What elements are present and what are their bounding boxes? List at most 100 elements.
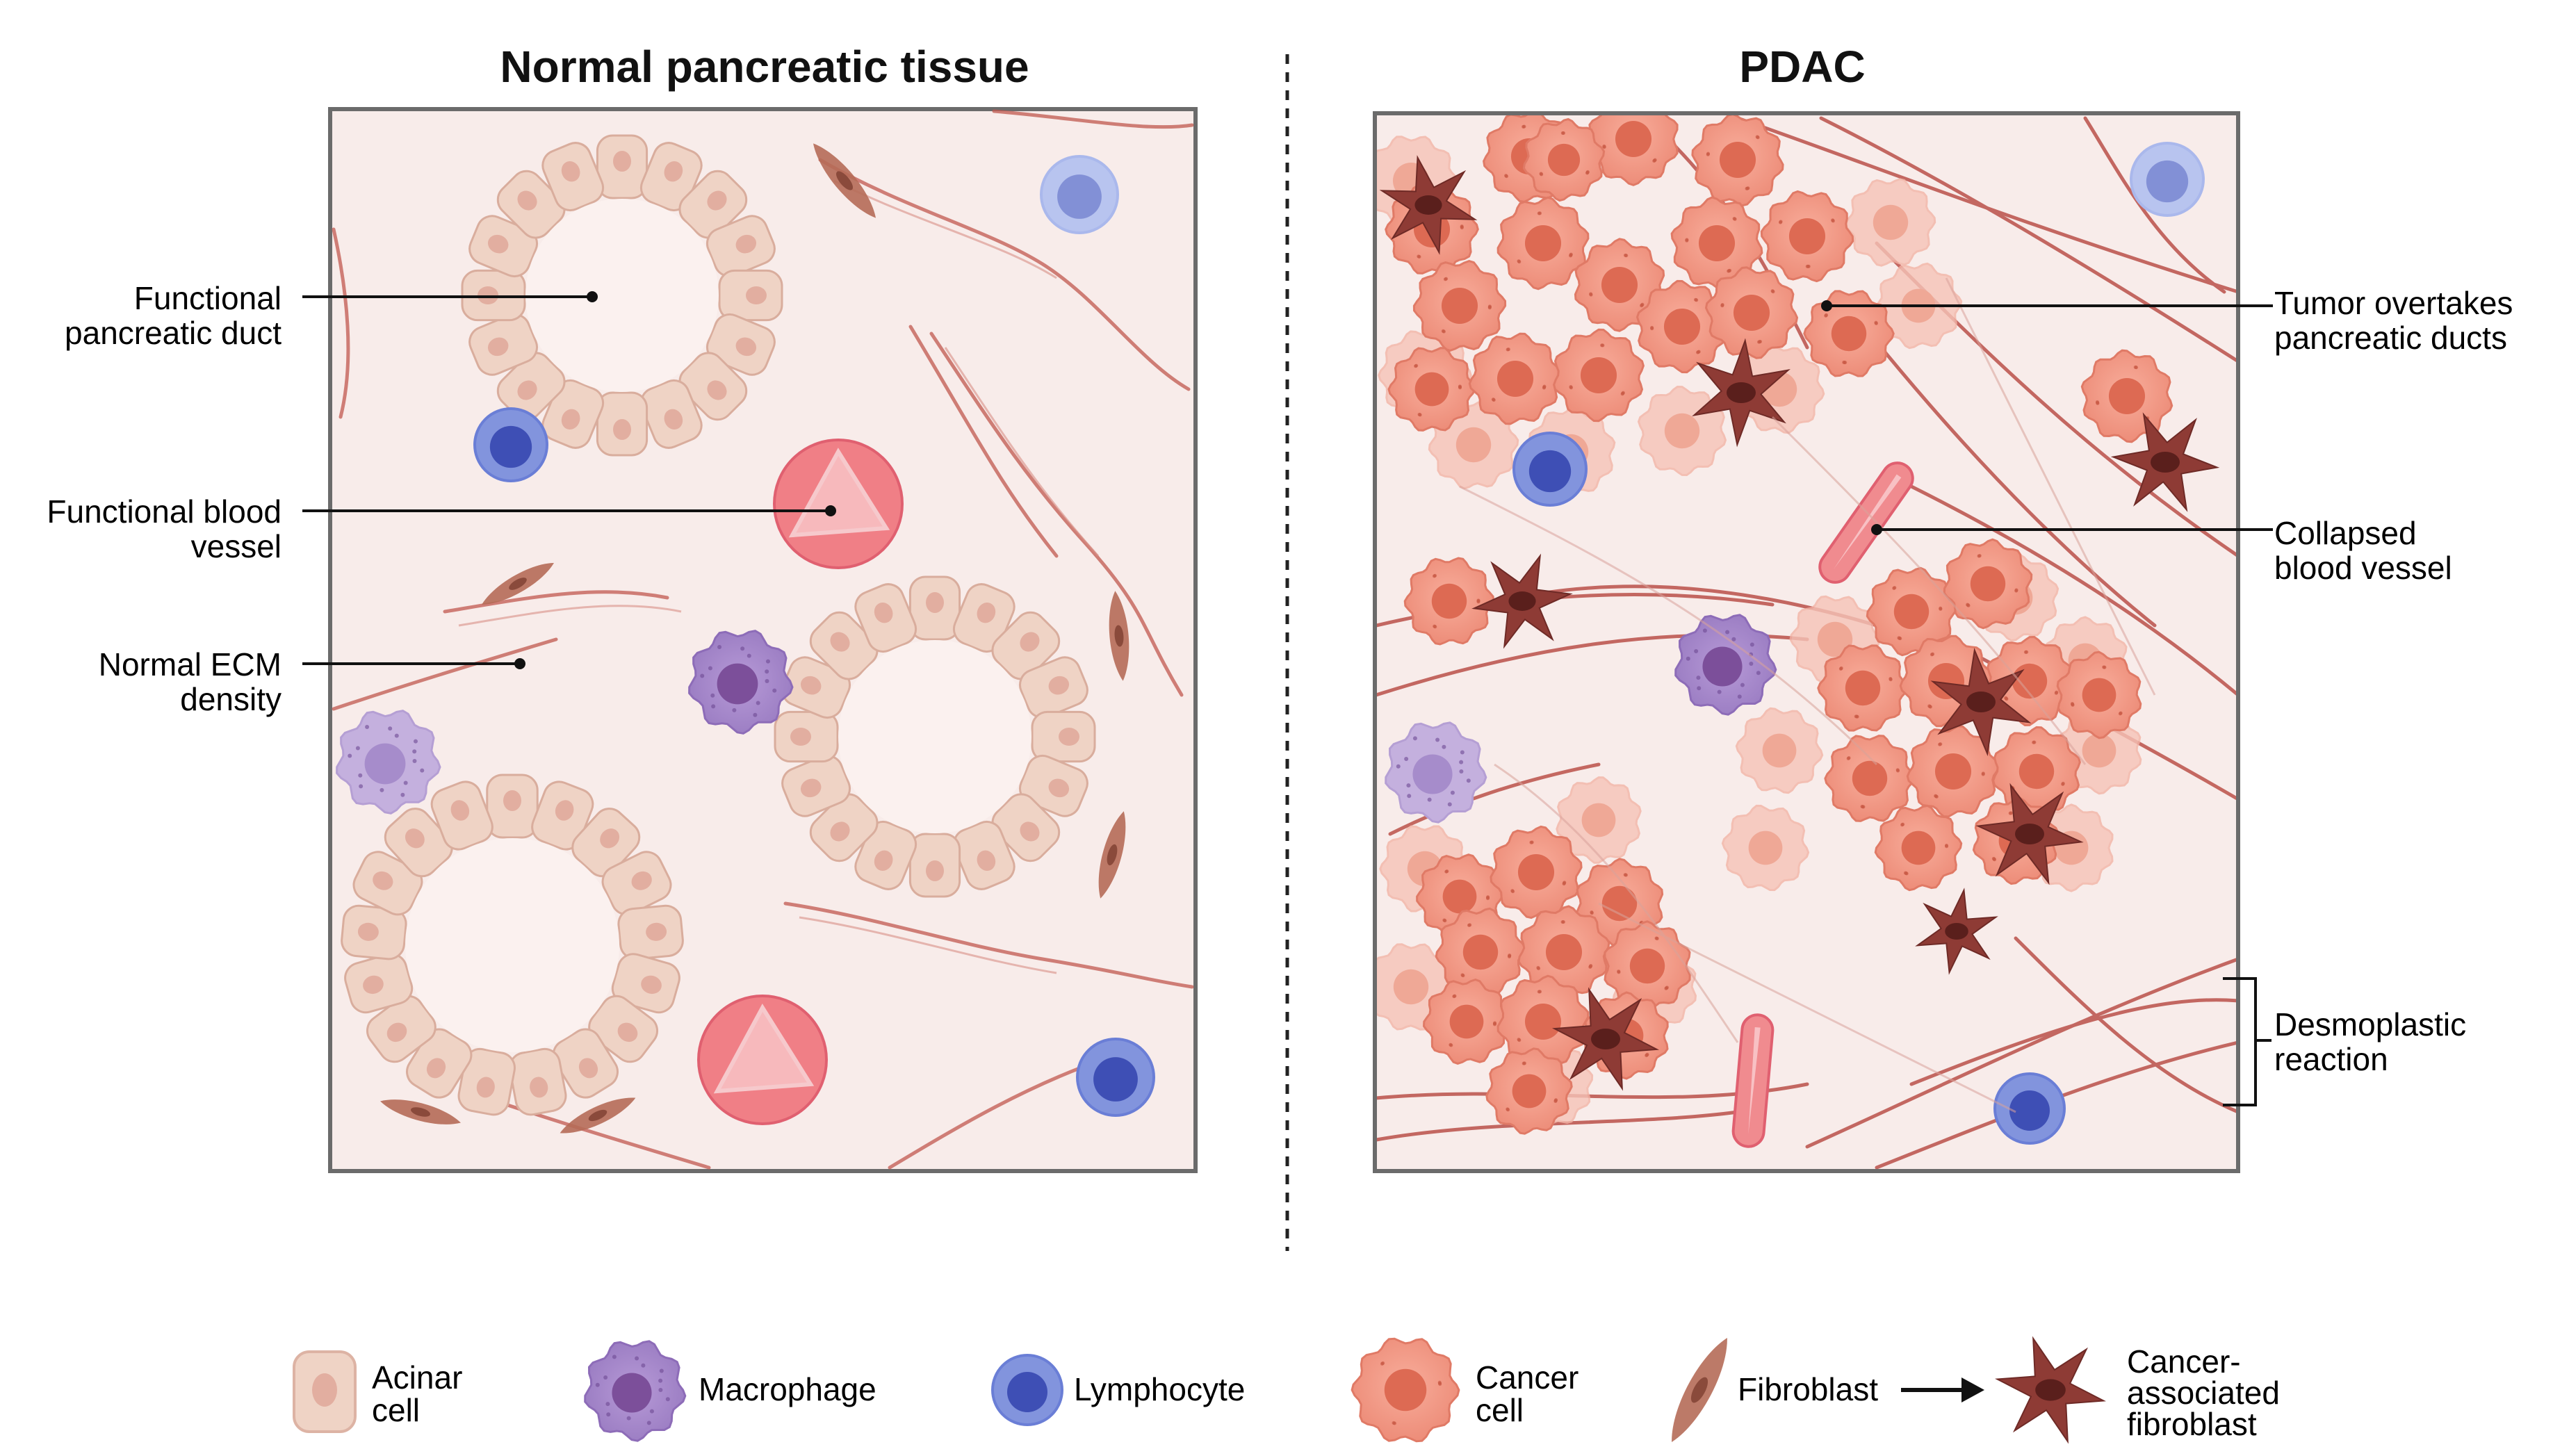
fibroblast <box>560 1097 636 1134</box>
pancreatic-duct <box>341 774 684 1116</box>
cancer-associated-fibroblast <box>1471 553 1573 649</box>
right-panel-title: PDAC <box>1739 42 1865 92</box>
legend-cancer-icon <box>1351 1337 1460 1443</box>
fibroblast <box>482 563 554 605</box>
legend-cancer-label-line2: cell <box>1476 1392 1524 1428</box>
fibroblast <box>1098 811 1126 899</box>
cancer-cell <box>2080 349 2173 443</box>
legend-cancer-label-line1: Cancer <box>1476 1359 1579 1396</box>
lymphocyte <box>473 407 548 482</box>
cancer-associated-fibroblast <box>1915 887 1998 975</box>
label-collapsed-line1: Collapsed <box>2274 515 2417 551</box>
label-desmoplastic-line2: reaction <box>2274 1041 2388 1077</box>
cancer-cell <box>1670 196 1763 291</box>
cancer-associated-fibroblast <box>1551 987 1660 1091</box>
fibroblast <box>813 143 876 218</box>
lymphocyte <box>1040 155 1119 234</box>
lymphocyte <box>1512 432 1588 507</box>
tumor-clusters <box>1377 115 2173 1135</box>
collapsed-blood-vessel <box>1731 1013 1775 1148</box>
cancer-cell <box>1556 776 1642 864</box>
cancer-cell <box>1496 974 1590 1069</box>
cancer-associated-fibroblast <box>1692 338 1791 448</box>
macrophage <box>1674 614 1777 716</box>
cancer-cell <box>1604 920 1691 1012</box>
annotation-functional-duct: Functional pancreatic duct <box>65 280 598 351</box>
label-functional-duct-line1: Functional <box>134 280 282 316</box>
annotation-normal-ecm: Normal ECM density <box>99 646 525 717</box>
fibroblast <box>1109 591 1129 681</box>
normal-tissue-panel <box>328 107 1198 1173</box>
cancer-cell <box>1845 178 1936 267</box>
legend-macrophage-label: Macrophage <box>699 1371 876 1407</box>
cancer-cell <box>1636 279 1729 374</box>
label-functional-vessel-line2: vessel <box>191 528 282 564</box>
annotation-functional-vessel: Functional blood vessel <box>47 493 836 564</box>
label-functional-duct-line2: pancreatic duct <box>65 315 282 351</box>
cancer-cell <box>1490 825 1583 919</box>
annotation-desmoplastic: Desmoplastic reaction <box>2223 977 2466 1106</box>
cancer-cell <box>1588 115 1679 186</box>
legend-acinar-icon <box>293 1350 357 1433</box>
blood-vessel <box>697 995 828 1125</box>
left-panel-title: Normal pancreatic tissue <box>500 42 1029 92</box>
cancer-cell <box>1435 907 1526 997</box>
cancer-cell <box>1704 266 1799 359</box>
annotation-tumor: Tumor overtakes pancreatic ducts <box>1821 285 2513 356</box>
cancer-cell <box>1691 115 1784 207</box>
cancer-cell <box>1496 196 1590 291</box>
cancer-cell <box>1803 290 1895 377</box>
legend-lymphocyte-label: Lymphocyte <box>1074 1371 1245 1407</box>
label-tumor-line2: pancreatic ducts <box>2274 320 2507 356</box>
cancer-cell <box>1387 347 1476 432</box>
cancer-cell <box>1517 905 1610 999</box>
lymphocyte <box>1993 1072 2066 1145</box>
functional-pancreatic-duct <box>461 134 783 457</box>
cancer-cell <box>1943 538 2033 630</box>
legend-acinar-label-line2: cell <box>372 1392 420 1428</box>
legend-caf-label-line3: fibroblast <box>2127 1406 2257 1442</box>
label-normal-ecm-line2: density <box>180 681 282 717</box>
cancer-cell <box>1874 804 1963 892</box>
label-collapsed-line2: blood vessel <box>2274 550 2452 586</box>
annotation-collapsed-vessel: Collapsed blood vessel <box>1871 515 2452 586</box>
cancer-cell <box>2056 651 2142 739</box>
cancer-cell <box>1422 979 1511 1065</box>
macrophage <box>336 710 441 815</box>
arrow-right-icon <box>1901 1377 1984 1402</box>
macrophage <box>1385 721 1487 824</box>
cancer-cell <box>1721 804 1810 892</box>
cancer-cell <box>1468 332 1563 425</box>
legend-macrophage-icon <box>584 1340 687 1442</box>
legend-fibroblast-icon <box>1672 1337 1727 1443</box>
cancer-cell <box>1485 1047 1573 1135</box>
lymphocyte <box>1076 1038 1155 1117</box>
cancer-cell <box>1522 117 1606 202</box>
fibroblast <box>380 1099 461 1124</box>
cancer-cell <box>1403 557 1495 646</box>
faint-ecm-fibers <box>1459 277 2156 1113</box>
cancer-associated-fibroblast <box>1930 647 2032 757</box>
pancreatic-duct <box>774 575 1096 898</box>
label-functional-vessel-line1: Functional blood <box>47 493 282 530</box>
legend-caf-label-line2: associated <box>2127 1375 2280 1411</box>
cancer-cell <box>1824 735 1916 822</box>
pdac-cells <box>1379 142 2220 1148</box>
label-desmoplastic-line1: Desmoplastic <box>2274 1006 2466 1042</box>
cancer-cell <box>1553 328 1645 423</box>
cancer-cell <box>1760 190 1854 283</box>
legend-lymphocyte-icon <box>991 1354 1063 1426</box>
cancer-associated-fibroblast <box>2110 412 2220 512</box>
cancer-associated-fibroblast <box>1975 783 2084 885</box>
legend-caf-label-line1: Cancer- <box>2127 1343 2241 1380</box>
label-tumor-line1: Tumor overtakes <box>2274 285 2513 321</box>
legend-fibroblast-label: Fibroblast <box>1738 1371 1878 1407</box>
cancer-cell <box>1735 707 1824 794</box>
label-normal-ecm-line1: Normal ECM <box>99 646 282 682</box>
legend: Acinar cell Macrophage Lymphocyte Cancer… <box>293 1336 2280 1444</box>
functional-blood-vessel <box>773 439 904 569</box>
cancer-cell <box>1817 644 1909 732</box>
cancer-cell <box>1412 260 1507 352</box>
legend-acinar-label-line1: Acinar <box>372 1359 462 1396</box>
